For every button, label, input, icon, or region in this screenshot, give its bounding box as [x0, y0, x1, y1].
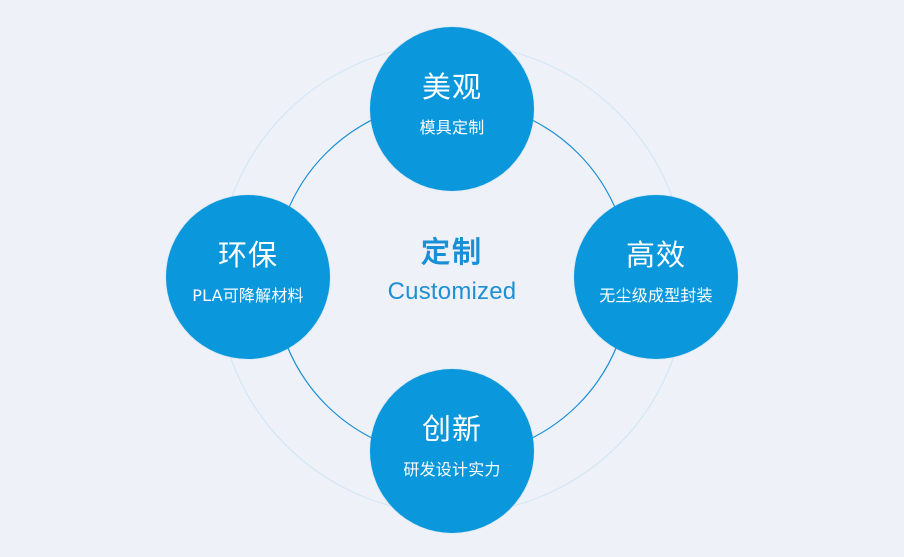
innovation-node: 创新 研发设计实力 — [370, 369, 534, 533]
innovation-description: 研发设计实力 — [403, 460, 501, 479]
eco-title: 环保 — [217, 238, 278, 272]
center-subtitle: Customized — [387, 278, 517, 305]
aesthetics-description: 模具定制 — [419, 118, 485, 137]
efficiency-description: 无尘级成型封装 — [599, 286, 713, 305]
aesthetics-node: 美观 模具定制 — [370, 27, 534, 191]
efficiency-title: 高效 — [625, 238, 686, 272]
efficiency-node: 高效 无尘级成型封装 — [574, 195, 738, 359]
eco-node: 环保 PLA可降解材料 — [166, 195, 330, 359]
eco-description: PLA可降解材料 — [192, 286, 304, 305]
innovation-title: 创新 — [421, 412, 482, 446]
aesthetics-title: 美观 — [421, 70, 482, 104]
center-title: 定制 — [420, 235, 483, 269]
